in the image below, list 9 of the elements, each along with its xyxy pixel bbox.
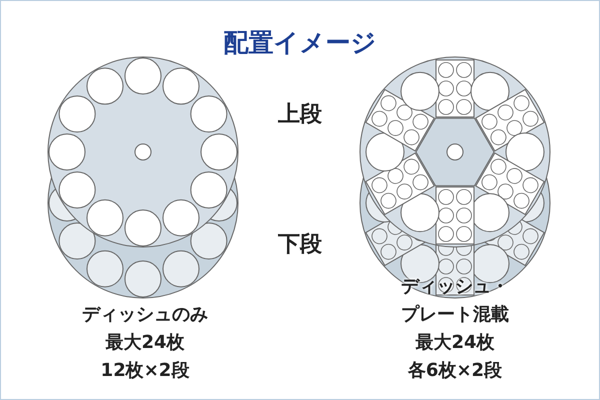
caption-line: ディッシュのみ [82, 306, 208, 324]
title: 配置イメージ [224, 30, 376, 55]
caption-line: 最大24枚 [105, 334, 185, 352]
tier-label: 上段 [278, 104, 322, 126]
caption-line: 最大24枚 [415, 334, 495, 352]
caption-line: 12枚×2段 [100, 362, 190, 380]
caption-line: 各6枚×2段 [408, 362, 502, 380]
tier-label: 下段 [278, 234, 322, 256]
caption-line: プレート混載 [401, 306, 509, 324]
